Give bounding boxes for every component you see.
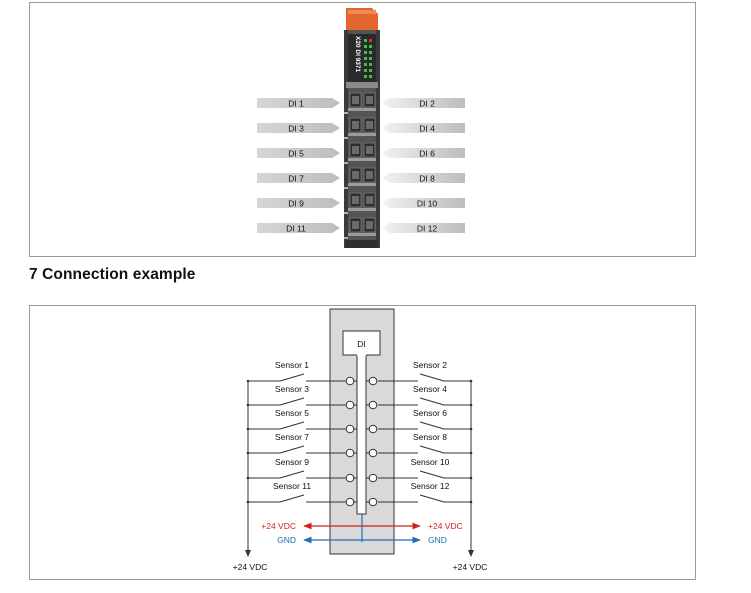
channel-label-left: DI 7	[288, 174, 304, 184]
sensor-switch-left	[279, 445, 305, 454]
channel-bar-right	[382, 173, 465, 183]
channel-bar-right	[382, 98, 465, 108]
status-led	[369, 63, 372, 66]
bottom-supply-left: +24 VDC	[233, 562, 268, 572]
status-led	[364, 51, 367, 54]
module-top-cap	[346, 8, 378, 34]
terminal-right	[368, 424, 378, 434]
status-led	[369, 75, 372, 78]
sensor-label-left: Sensor 11	[273, 481, 311, 491]
channel-label-right: DI 2	[419, 99, 435, 109]
sensor-row: Sensor 7 Sensor 8	[246, 432, 473, 458]
channel-label-right: DI 12	[417, 224, 438, 234]
di-block	[342, 330, 381, 356]
status-led	[369, 45, 372, 48]
terminal-left	[345, 424, 355, 434]
terminal-left	[345, 448, 355, 458]
sensor-switch-right	[419, 445, 445, 454]
sensor-label-right: Sensor 12	[411, 481, 450, 491]
status-led	[369, 69, 372, 72]
sensor-label-left: Sensor 5	[275, 408, 309, 418]
gnd-label-right: GND	[428, 535, 447, 545]
channel-label-left: DI 1	[288, 99, 304, 109]
sensor-label-left: Sensor 1	[275, 360, 309, 370]
channel-bar-right	[382, 198, 465, 208]
di-block-label: DI	[357, 339, 366, 349]
sensor-switch-left	[279, 373, 305, 382]
sensor-label-right: Sensor 8	[413, 432, 447, 442]
channel-label-right: DI 8	[419, 174, 435, 184]
sensor-switch-left	[279, 470, 305, 479]
status-led	[369, 39, 372, 42]
sensor-switch-right	[419, 421, 445, 430]
supply-label-left: +24 VDC	[261, 521, 296, 531]
channel-bar-right	[382, 223, 465, 233]
sensor-label-left: Sensor 3	[275, 384, 309, 394]
status-led	[364, 75, 367, 78]
status-led	[364, 63, 367, 66]
sensor-label-left: Sensor 9	[275, 457, 309, 467]
sensor-switch-right	[419, 397, 445, 406]
sensor-switch-right	[419, 470, 445, 479]
channel-bar-right	[382, 123, 465, 133]
status-led	[364, 69, 367, 72]
terminal-right	[368, 400, 378, 410]
terminal-right	[368, 376, 378, 386]
terminal-right	[368, 497, 378, 507]
channel-label-right: DI 6	[419, 149, 435, 159]
section-heading: 7 Connection example	[29, 266, 196, 283]
terminal-left	[345, 376, 355, 386]
terminal-left	[345, 497, 355, 507]
status-led	[364, 57, 367, 60]
bottom-supply-right: +24 VDC	[453, 562, 488, 572]
sensor-switch-left	[279, 421, 305, 430]
sensor-label-left: Sensor 7	[275, 432, 309, 442]
sensor-row: Sensor 5 Sensor 6	[246, 408, 473, 434]
supply-label-right: +24 VDC	[428, 521, 463, 531]
channel-label-left: DI 3	[288, 124, 304, 134]
status-led	[369, 57, 372, 60]
sensor-label-right: Sensor 2	[413, 360, 447, 370]
sensor-row: Sensor 9 Sensor 10	[246, 457, 473, 483]
terminal-right	[368, 448, 378, 458]
terminal-left	[345, 473, 355, 483]
sensor-switch-left	[279, 494, 305, 503]
status-led	[364, 45, 367, 48]
channel-bar-left	[257, 123, 340, 133]
channel-bar-left	[257, 173, 340, 183]
channel-label-right: DI 10	[417, 199, 438, 209]
channel-label-right: DI 4	[419, 124, 435, 134]
channel-bar-right	[382, 148, 465, 158]
sensor-row: Sensor 3 Sensor 4	[246, 384, 473, 410]
status-led	[364, 39, 367, 42]
sensor-switch-left	[279, 397, 305, 406]
channel-label-left: DI 9	[288, 199, 304, 209]
channel-label-left: DI 11	[286, 224, 306, 234]
terminal-left	[345, 400, 355, 410]
sensor-label-right: Sensor 4	[413, 384, 447, 394]
terminal-right	[368, 473, 378, 483]
io-module: X20 DI 9371	[344, 8, 380, 248]
status-led	[369, 51, 372, 54]
channel-bar-left	[257, 198, 340, 208]
sensor-switch-right	[419, 494, 445, 503]
channel-bar-left	[257, 148, 340, 158]
module-model-label: X20 DI 9371	[354, 36, 361, 73]
channel-bar-left	[257, 98, 340, 108]
gnd-label-left: GND	[277, 535, 296, 545]
sensor-switch-right	[419, 373, 445, 382]
sensor-label-right: Sensor 10	[411, 457, 450, 467]
channel-bar-left	[257, 223, 340, 233]
channel-label-left: DI 5	[288, 149, 304, 159]
sensor-label-right: Sensor 6	[413, 408, 447, 418]
internal-bus	[356, 355, 367, 515]
sensor-row: Sensor 11 Sensor 12	[246, 481, 473, 507]
sensor-row: Sensor 1 Sensor 2	[246, 360, 473, 386]
